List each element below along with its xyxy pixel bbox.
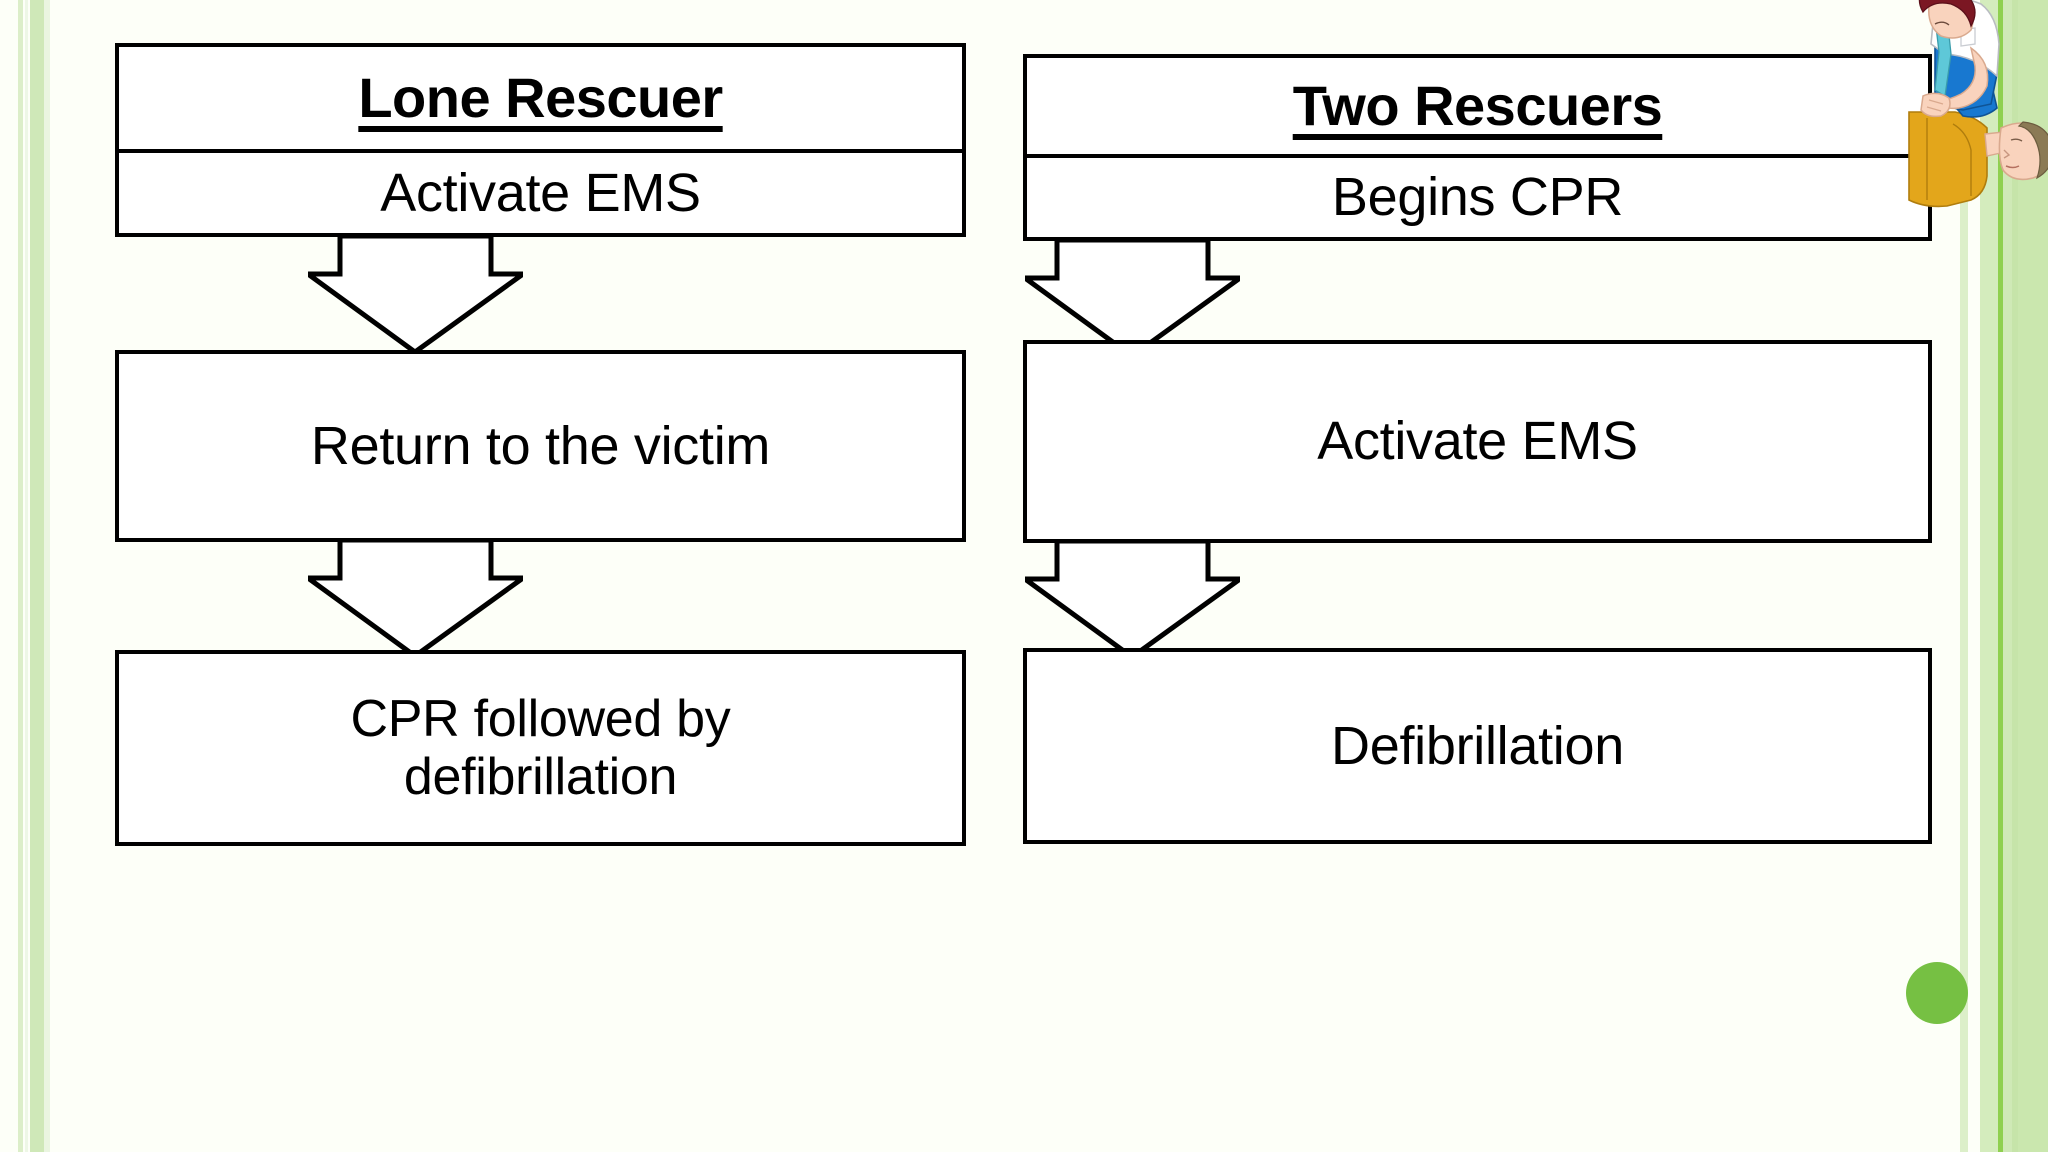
- arrow-down-lone-2: [308, 540, 523, 658]
- right-edge-stripe-gap: [1968, 0, 1980, 1152]
- two-rescuers-step-defibrillation-box: Defibrillation: [1023, 648, 1932, 844]
- two-rescuers-step-activate-ems-box: Activate EMS: [1023, 340, 1932, 543]
- left-edge-stripe-outer: [18, 0, 23, 1152]
- lone-rescuer-step-cpr-defibrillation-box: CPR followed by defibrillation: [115, 650, 966, 846]
- two-rescuers-step-defibrillation-label: Defibrillation: [1331, 715, 1624, 776]
- arrow-down-two-2: [1025, 541, 1240, 659]
- column-two-rescuers-header-label: Two Rescuers: [1292, 73, 1663, 137]
- lone-rescuer-step-return-to-victim-label: Return to the victim: [310, 415, 771, 476]
- column-lone-rescuer-header-box: Lone Rescuer: [115, 43, 966, 149]
- lone-rescuer-step-cpr-defibrillation-label: CPR followed by defibrillation: [350, 689, 731, 806]
- right-edge-stripe-a: [1960, 0, 1968, 1152]
- right-edge-stripe-e: [2018, 0, 2048, 1152]
- left-edge-stripe-main: [30, 0, 44, 1152]
- lone-rescuer-step-activate-ems-box: Activate EMS: [115, 149, 966, 237]
- column-two-rescuers-header-box: Two Rescuers: [1023, 54, 1932, 154]
- right-edge-stripe-d: [2012, 0, 2018, 1152]
- right-edge-stripe-b: [1980, 0, 1998, 1152]
- left-edge-stripe-fade: [44, 0, 50, 1152]
- lone-rescuer-step-return-to-victim-box: Return to the victim: [115, 350, 966, 542]
- two-rescuers-step-activate-ems-label: Activate EMS: [1317, 411, 1638, 472]
- two-rescuers-step-begins-cpr-box: Begins CPR: [1023, 154, 1932, 241]
- column-lone-rescuer-header-label: Lone Rescuer: [358, 65, 723, 129]
- left-edge-stripe-thin: [25, 0, 28, 1152]
- right-edge-stripe-c: [2003, 0, 2012, 1152]
- right-edge-stripe-bright: [1998, 0, 2003, 1152]
- lone-rescuer-step-activate-ems-label: Activate EMS: [380, 162, 701, 223]
- accent-circle: [1906, 962, 1968, 1024]
- arrow-down-lone-1: [308, 236, 523, 354]
- two-rescuers-step-begins-cpr-label: Begins CPR: [1331, 167, 1624, 228]
